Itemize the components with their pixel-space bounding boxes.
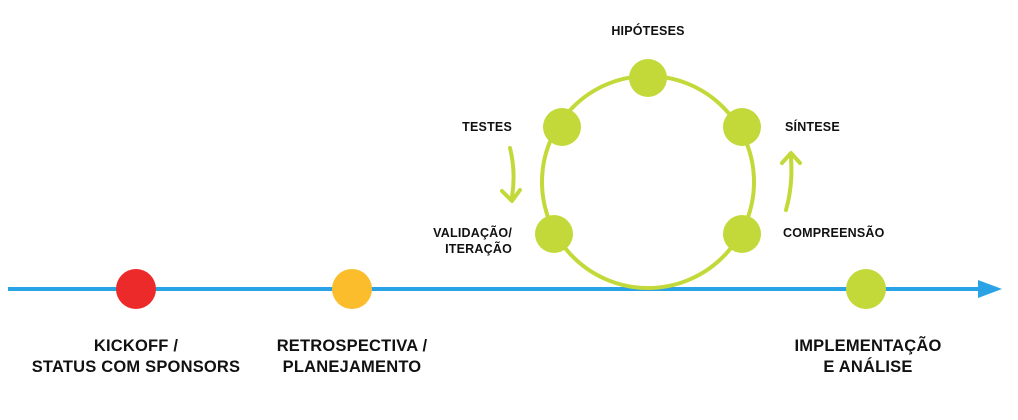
timeline-arrowhead xyxy=(978,280,1002,298)
label-kickoff: KICKOFF / STATUS COM SPONSORS xyxy=(10,336,262,378)
arrow-down-left xyxy=(508,146,516,199)
label-retrospective-line2: PLANEJAMENTO xyxy=(282,358,422,376)
label-sintese: SÍNTESE xyxy=(785,120,840,134)
node-hipoteses xyxy=(629,59,667,97)
label-compreensao: COMPREENSÃO xyxy=(783,226,885,240)
label-validacao-line1: VALIDAÇÃO/ xyxy=(433,226,512,240)
label-kickoff-line2: STATUS COM SPONSORS xyxy=(31,358,241,376)
label-implementation-line1: IMPLEMENTAÇÃO xyxy=(794,337,942,355)
arrow-down-left-head xyxy=(500,188,522,203)
label-hipoteses: HIPÓTESES xyxy=(611,24,685,38)
label-testes: TESTES xyxy=(462,120,512,134)
arrow-up-right-head xyxy=(780,151,802,165)
label-retrospective-line1: RETROSPECTIVA / xyxy=(276,337,428,355)
node-sintese xyxy=(723,108,761,146)
milestone-dot-implementation xyxy=(846,269,886,309)
node-validacao xyxy=(535,215,573,253)
arrow-up-right xyxy=(784,156,794,212)
label-implementation-line2: E ANÁLISE xyxy=(823,358,913,376)
milestone-dot-retrospective xyxy=(332,269,372,309)
node-compreensao xyxy=(723,215,761,253)
label-validacao: VALIDAÇÃO/ ITERAÇÃO xyxy=(400,225,512,257)
milestone-dot-kickoff xyxy=(116,269,156,309)
label-retrospective: RETROSPECTIVA / PLANEJAMENTO xyxy=(257,336,447,378)
label-implementation: IMPLEMENTAÇÃO E ANÁLISE xyxy=(778,336,958,378)
label-kickoff-line1: KICKOFF / xyxy=(93,337,179,355)
node-testes xyxy=(543,108,581,146)
label-validacao-line2: ITERAÇÃO xyxy=(445,242,512,256)
cycle-ring xyxy=(540,74,756,290)
